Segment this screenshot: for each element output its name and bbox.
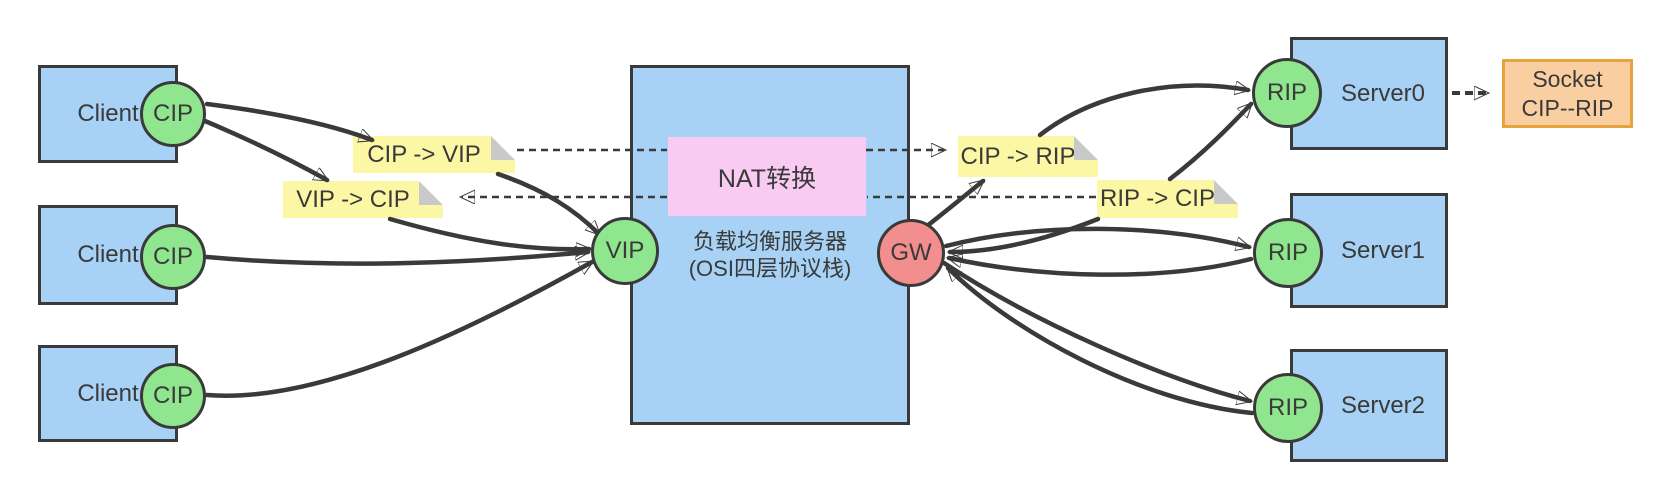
server-label-0: Server0 bbox=[1340, 79, 1426, 107]
client3-cip-node: CIP bbox=[140, 363, 206, 429]
client3-cip-label: CIP bbox=[152, 382, 193, 409]
arrow-note-rip-cip-to-gw bbox=[950, 216, 1101, 252]
client2-cip-label: CIP bbox=[152, 243, 193, 270]
note-rip-to-cip: RIP -> CIP bbox=[1097, 180, 1238, 218]
load-balancer-title-line1: 负载均衡服务器 bbox=[692, 229, 847, 254]
arrow-client2-to-vip bbox=[204, 252, 588, 266]
arrow-gw-to-rip1 bbox=[943, 226, 1249, 247]
client-label-3: Client bbox=[77, 379, 139, 407]
note-vip-to-cip: VIP -> CIP bbox=[283, 181, 443, 218]
arrow-client3-to-vip bbox=[204, 259, 592, 398]
arrow-note-vip-cip-to-vip bbox=[387, 216, 589, 249]
server-label-1: Server1 bbox=[1340, 236, 1426, 264]
server1-rip-node: RIP bbox=[1253, 218, 1323, 288]
arrow-note-cip-rip-to-rip0 bbox=[1037, 86, 1248, 138]
note-rip-to-cip-text: RIP -> CIP bbox=[1100, 185, 1215, 212]
socket-line2: CIP--RIP bbox=[1521, 94, 1614, 121]
client1-cip-node: CIP bbox=[140, 81, 206, 147]
arrow-client1-to-note-vip-cip bbox=[202, 118, 327, 183]
load-balancer-title: 负载均衡服务器 (OSI四层协议栈) bbox=[630, 228, 910, 282]
note-fold-icon bbox=[419, 181, 443, 205]
note-vip-to-cip-text: VIP -> CIP bbox=[296, 185, 410, 213]
arrow-rip2-to-gw bbox=[948, 265, 1255, 416]
server1-rip-label: RIP bbox=[1267, 239, 1308, 266]
server-box-2: Server2 bbox=[1290, 349, 1448, 462]
socket-box: Socket CIP--RIP bbox=[1502, 59, 1633, 128]
server0-rip-node: RIP bbox=[1252, 58, 1322, 128]
gw-node: GW bbox=[877, 219, 945, 287]
nat-label: NAT转换 bbox=[717, 164, 817, 193]
nat-translation-box: NAT转换 bbox=[668, 137, 866, 216]
server2-rip-node: RIP bbox=[1253, 373, 1323, 443]
note-fold-icon bbox=[491, 136, 515, 160]
note-cip-to-vip: CIP -> VIP bbox=[353, 136, 515, 173]
client-label-1: Client bbox=[77, 100, 139, 127]
load-balancer-title-line2: (OSI四层协议栈) bbox=[688, 256, 852, 281]
note-fold-icon bbox=[1214, 180, 1238, 204]
vip-node: VIP bbox=[591, 217, 659, 285]
arrow-note-cip-vip-to-vip bbox=[495, 171, 599, 237]
arrow-rip1-to-gw bbox=[949, 258, 1254, 277]
arrow-gw-to-note-cip-rip bbox=[924, 178, 983, 229]
gw-label: GW bbox=[890, 239, 932, 266]
client1-cip-label: CIP bbox=[152, 100, 193, 127]
client-label-2: Client bbox=[77, 241, 139, 268]
vip-label: VIP bbox=[605, 237, 645, 264]
note-cip-to-vip-text: CIP -> VIP bbox=[367, 140, 481, 168]
note-cip-to-rip-text: CIP -> RIP bbox=[960, 142, 1076, 170]
arrow-gw-to-rip2 bbox=[941, 260, 1250, 401]
note-cip-to-rip: CIP -> RIP bbox=[958, 136, 1098, 177]
server0-rip-label: RIP bbox=[1266, 79, 1307, 106]
socket-line1: Socket bbox=[1532, 65, 1603, 92]
server-label-2: Server2 bbox=[1340, 391, 1426, 419]
client2-cip-node: CIP bbox=[140, 224, 206, 290]
arrow-client1-to-note-cip-vip bbox=[204, 101, 372, 140]
server2-rip-label: RIP bbox=[1267, 394, 1308, 421]
note-fold-icon bbox=[1074, 136, 1098, 160]
arrow-note-rip-cip-to-rip0 bbox=[1167, 104, 1254, 182]
